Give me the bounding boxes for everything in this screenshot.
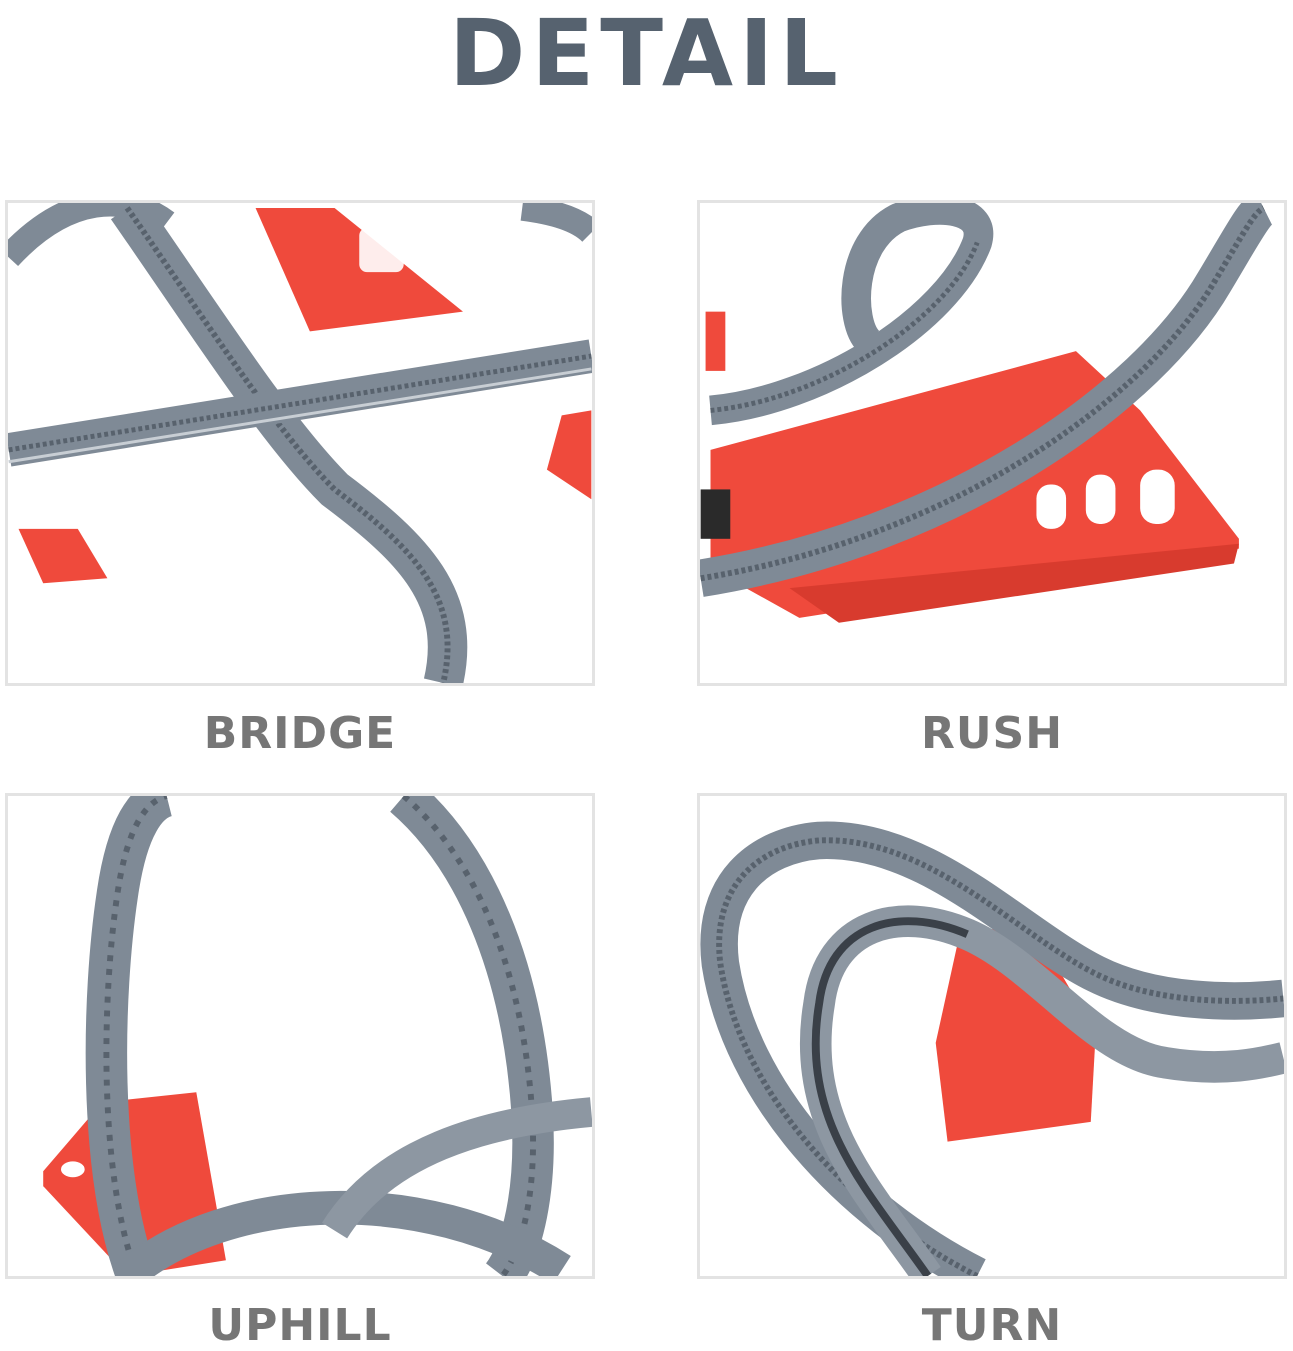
bridge-support-left xyxy=(18,528,108,584)
turn-photo xyxy=(697,793,1287,1279)
caption-uphill: UPHILL xyxy=(208,1300,392,1351)
rush-illustration xyxy=(700,203,1274,623)
turn-illustration xyxy=(700,821,1284,1276)
uphill-photo xyxy=(5,793,595,1279)
bridge-support-top xyxy=(255,207,463,332)
page-title: DETAIL xyxy=(449,0,844,107)
bridge-illustration xyxy=(8,203,592,683)
bridge-photo xyxy=(5,200,595,686)
caption-turn: TURN xyxy=(921,1300,1063,1351)
caption-rush: RUSH xyxy=(920,708,1064,759)
bridge-support-right xyxy=(546,410,592,500)
caption-bridge: BRIDGE xyxy=(203,708,397,759)
rush-photo xyxy=(697,200,1287,686)
uphill-illustration xyxy=(43,796,592,1276)
